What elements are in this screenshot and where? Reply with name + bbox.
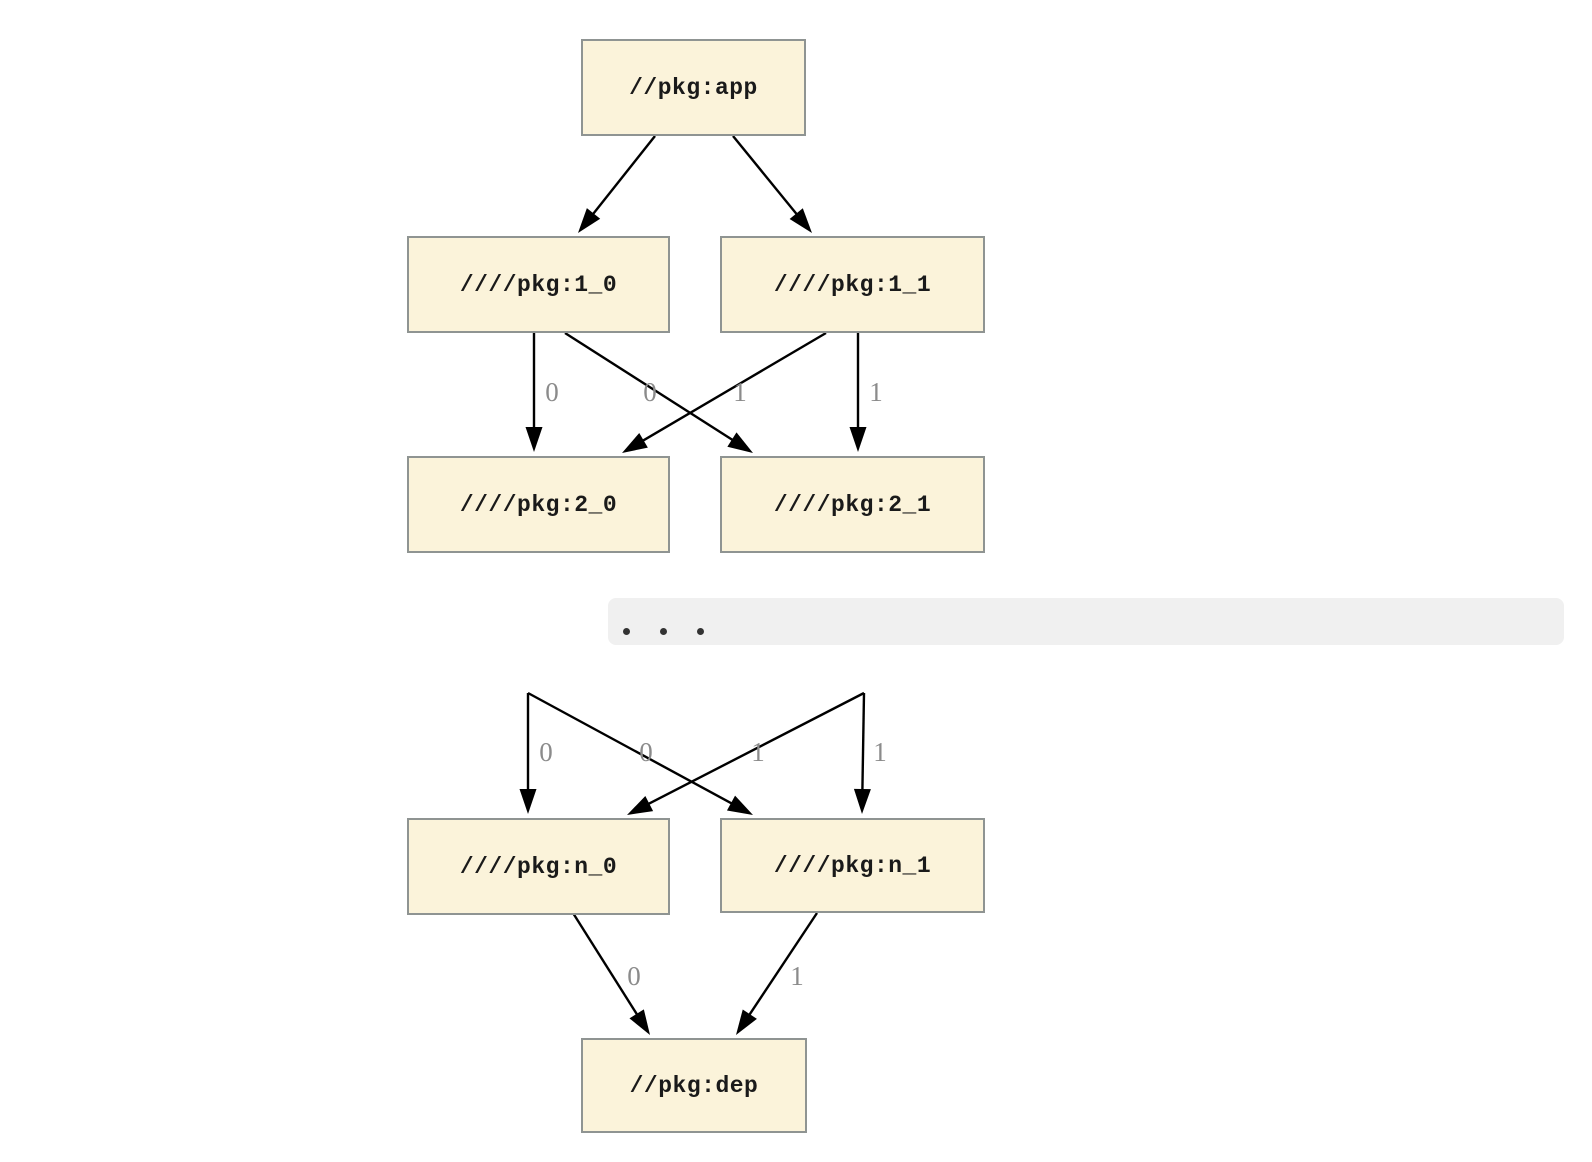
- ellipsis-dot: [660, 628, 667, 635]
- arrowhead-icon: [727, 432, 753, 453]
- graph-node-label: ////pkg:n_1: [773, 852, 932, 879]
- graph-node-label: ////pkg:2_1: [773, 491, 932, 518]
- graph-node-2_1: ////pkg:2_1: [720, 456, 985, 553]
- arrowhead-icon: [736, 1009, 757, 1035]
- ellipsis-dot: [697, 628, 704, 635]
- edge-label-1_1-to-2_1: 1: [869, 377, 883, 407]
- graph-node-1_0: ////pkg:1_0: [407, 236, 670, 333]
- edge-ellipsis-to-n_1: [861, 692, 866, 792]
- edge-label-n_0-to-dep: 0: [627, 961, 641, 991]
- graph-node-app: //pkg:app: [581, 39, 806, 136]
- edge-n_1-to-dep: [747, 912, 818, 1017]
- arrowhead-icon: [622, 432, 648, 453]
- graph-node-label: ////pkg:1_0: [459, 271, 618, 298]
- ellipsis-band: [608, 598, 1564, 645]
- edge-ellipsis-to-n_0: [646, 691, 865, 806]
- arrowhead-icon: [627, 796, 654, 815]
- graph-node-label: ////pkg:2_0: [459, 491, 618, 518]
- edge-label-ellipsis-to-n_0: 1: [751, 737, 765, 767]
- edge-label-1_1-to-2_0: 1: [733, 377, 747, 407]
- arrowhead-icon: [519, 789, 537, 814]
- arrowhead-icon: [726, 795, 753, 815]
- edge-label-1_0-to-2_1: 0: [643, 377, 657, 407]
- edge-1_1-to-2_0: [641, 331, 827, 443]
- edge-label-n_1-to-dep: 1: [790, 961, 804, 991]
- edge-n_0-to-dep: [571, 912, 639, 1017]
- arrowhead-icon: [578, 208, 601, 233]
- graph-node-1_1: ////pkg:1_1: [720, 236, 985, 333]
- ellipsis-dot: [623, 628, 630, 635]
- edge-app-to-1_0: [591, 135, 656, 216]
- arrowhead-icon: [525, 427, 543, 452]
- graph-node-2_0: ////pkg:2_0: [407, 456, 670, 553]
- arrowhead-icon: [629, 1009, 650, 1035]
- graph-node-dep: //pkg:dep: [581, 1038, 807, 1133]
- edge-label-ellipsis-to-n_1: 1: [873, 737, 887, 767]
- graph-node-label: ////pkg:1_1: [773, 271, 932, 298]
- graph-node-label: //pkg:app: [629, 74, 758, 101]
- edge-label-ellipsis-to-n_1: 0: [639, 737, 653, 767]
- arrowhead-icon: [849, 427, 867, 452]
- graph-node-label: ////pkg:n_0: [459, 853, 618, 880]
- edge-label-1_0-to-2_0: 0: [545, 377, 559, 407]
- edge-1_0-to-2_1: [564, 331, 735, 442]
- graph-node-n_0: ////pkg:n_0: [407, 818, 670, 915]
- edge-label-ellipsis-to-n_0: 0: [539, 737, 553, 767]
- graph-node-label: //pkg:dep: [629, 1072, 759, 1099]
- arrowhead-icon: [853, 788, 871, 814]
- edge-app-to-1_1: [732, 135, 799, 216]
- graph-node-n_1: ////pkg:n_1: [720, 818, 985, 913]
- edge-ellipsis-to-n_1: [527, 691, 734, 806]
- arrowhead-icon: [789, 208, 812, 233]
